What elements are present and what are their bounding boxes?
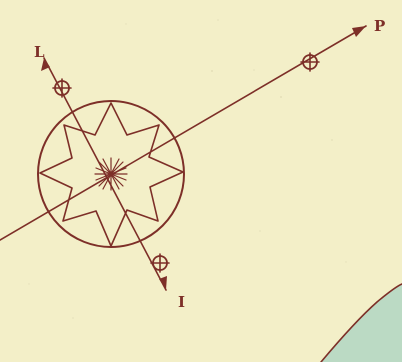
- bearing-line-p: [0, 26, 366, 240]
- arrow-head-p: [352, 26, 366, 37]
- label-p: P: [374, 17, 385, 35]
- label-i: I: [178, 293, 185, 311]
- paper-texture: [28, 19, 346, 319]
- fix-marker-i: [151, 254, 169, 272]
- compass-center: [95, 158, 127, 190]
- sea-area: [321, 284, 402, 362]
- label-l: L: [34, 43, 45, 61]
